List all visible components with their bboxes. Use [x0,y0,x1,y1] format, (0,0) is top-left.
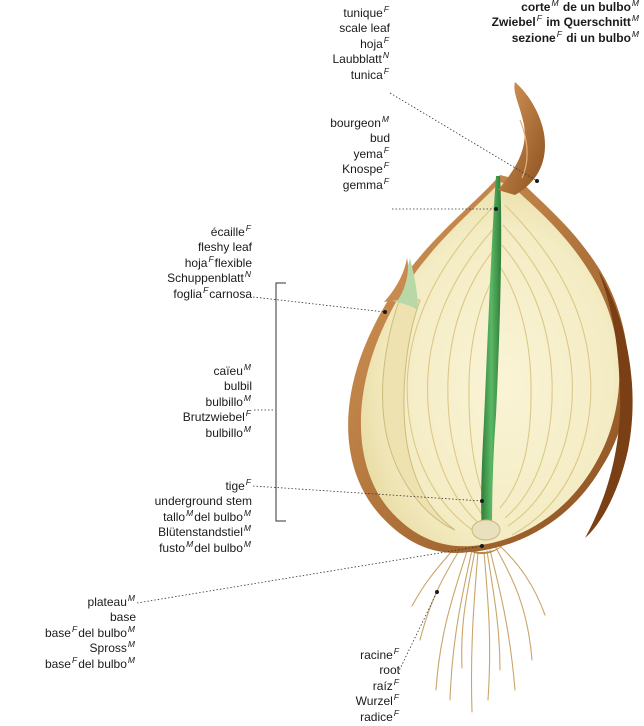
gender-marker: F [384,176,389,186]
label-line: hojaF [332,37,390,52]
root-strand [484,552,490,700]
label-line: plateauM [45,595,136,610]
gender-marker: F [384,4,389,14]
label-line: scale leaf [332,21,390,36]
label-line: gemmaF [330,178,390,193]
label-line: tuniqueF [332,6,390,21]
label-line: BrutzwiebelF [183,410,252,425]
label-line: SprossM [45,641,136,656]
gender-marker: M [244,393,251,403]
gender-marker: M [128,639,135,649]
label-line: yemaF [330,147,390,162]
label-line: bud [330,131,390,146]
label-line: bulbilloM [183,395,252,410]
label-bulbil: caïeuM bulbil bulbilloM BrutzwiebelF bul… [183,364,252,441]
gender-marker: M [244,508,251,518]
bulbil-bracket [276,283,286,521]
gender-marker: M [186,508,193,518]
gender-marker: F [246,477,251,487]
root-strand [496,548,532,660]
label-line: racineF [356,648,400,663]
gender-marker: F [394,646,399,656]
label-stem: tigeF underground stem talloMdel bulboM … [155,479,252,556]
gender-marker: F [394,677,399,687]
label-line: KnospeF [330,162,390,177]
label-line: SchuppenblattN [167,271,252,286]
root-strand [490,550,515,690]
gender-marker: M [244,539,251,549]
label-line: radiceF [356,710,400,725]
label-line: underground stem [155,494,252,509]
gender-marker: F [72,655,77,665]
gender-marker: M [128,624,135,634]
roots-group [412,544,545,712]
gender-marker: F [384,66,389,76]
label-line: caïeuM [183,364,252,379]
label-line: BlütenstandstielM [155,525,252,540]
gender-marker: F [394,708,399,718]
leader-fleshy-leaf [253,297,385,312]
label-line: talloMdel bulboM [155,510,252,525]
gender-marker: N [245,269,251,279]
label-line: hojaFflexible [167,256,252,271]
gender-marker: N [383,50,389,60]
stem-base [472,520,500,540]
label-line: écailleF [167,225,252,240]
gender-marker: F [384,145,389,155]
label-line: fustoMdel bulboM [155,541,252,556]
gender-marker: F [72,624,77,634]
label-tunic: tuniqueF scale leaf hojaF LaubblattN tun… [332,6,390,83]
gender-marker: F [384,35,389,45]
label-line: fogliaFcarnosa [167,287,252,302]
label-fleshy-leaf: écailleF fleshy leaf hojaFflexible Schup… [167,225,252,302]
label-line: tigeF [155,479,252,494]
gender-marker: F [394,692,399,702]
root-strand [450,550,472,700]
gender-marker: M [382,114,389,124]
gender-marker: M [186,539,193,549]
gender-marker: M [244,523,251,533]
label-line: bulbilloM [183,426,252,441]
gender-marker: M [128,593,135,603]
label-bud: bourgeonM bud yemaF KnospeF gemmaF [330,116,390,193]
gender-marker: M [128,655,135,665]
gender-marker: M [244,424,251,434]
label-line: baseFdel bulboM [45,626,136,641]
gender-marker: F [384,160,389,170]
label-root: racineF root raízF WurzelF radiceF [356,648,400,725]
gender-marker: F [246,223,251,233]
root-strand [420,546,462,640]
label-line: bourgeonM [330,116,390,131]
gender-marker: M [244,362,251,372]
label-plate: plateauM base baseFdel bulboM SprossM ba… [45,595,136,672]
gender-marker: F [203,285,208,295]
root-strand [471,552,478,712]
label-line: tunicaF [332,68,390,83]
label-line: base [45,610,136,625]
label-line: baseFdel bulboM [45,657,136,672]
label-line: bulbil [183,379,252,394]
gender-marker: F [246,408,251,418]
root-strand [500,546,545,615]
label-line: LaubblattN [332,52,390,67]
gender-marker: F [208,254,213,264]
